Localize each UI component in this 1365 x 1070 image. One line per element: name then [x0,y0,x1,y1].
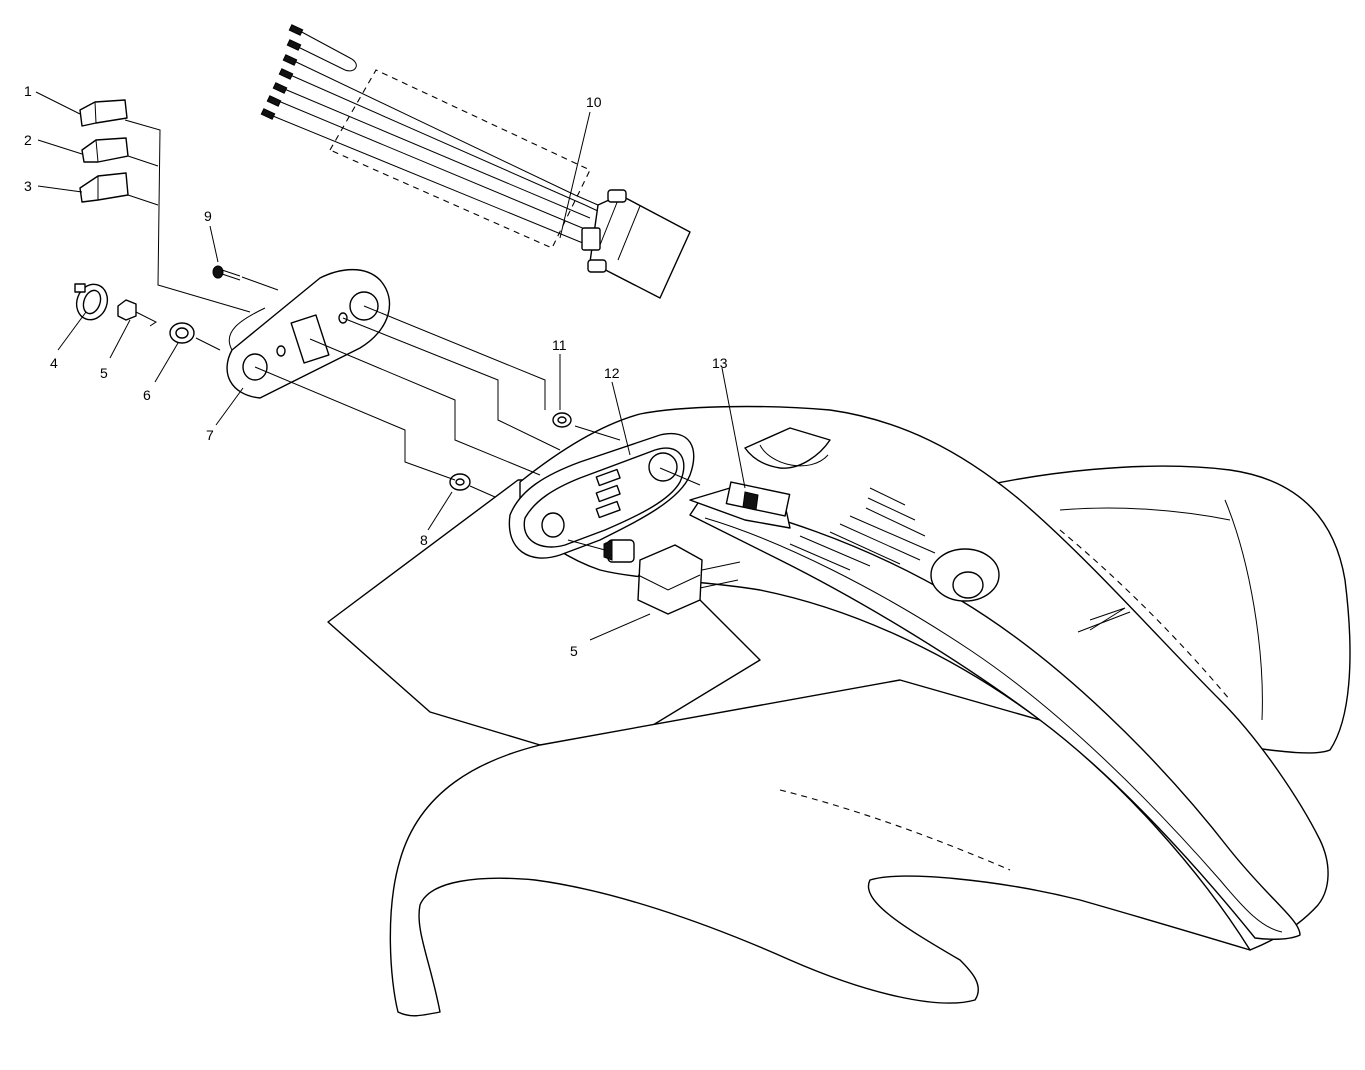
callout-9: 9 [204,208,212,224]
assembly-lines [124,119,701,551]
callout-5-key: 5 [100,365,108,381]
callout-2: 2 [24,132,32,148]
callout-10: 10 [586,94,602,110]
switch-5-lower [603,539,741,615]
fender-body [327,405,1351,1017]
harness-terminals [260,24,304,120]
dash-plate-7 [226,269,391,399]
wiring-harness-10 [260,24,691,299]
dash-panel-installed [508,432,695,559]
callout-13: 13 [712,355,728,371]
callout-6: 6 [143,387,151,403]
switch-caps [79,99,129,203]
callout-5-switch: 5 [570,643,578,659]
callout-12: 12 [604,365,620,381]
callout-1: 1 [24,83,32,99]
switch-13 [689,481,791,529]
callout-leaders [35,91,746,641]
callout-7: 7 [206,427,214,443]
callout-8: 8 [420,532,428,548]
callout-11: 11 [552,337,567,353]
callout-4: 4 [50,355,58,371]
callout-labels: 1 2 3 4 5 6 7 8 9 10 11 12 13 5 [24,83,728,659]
screw-9 [212,265,241,281]
callout-3: 3 [24,178,32,194]
fender-vent-lines [789,487,936,571]
ignition-parts [74,283,195,344]
